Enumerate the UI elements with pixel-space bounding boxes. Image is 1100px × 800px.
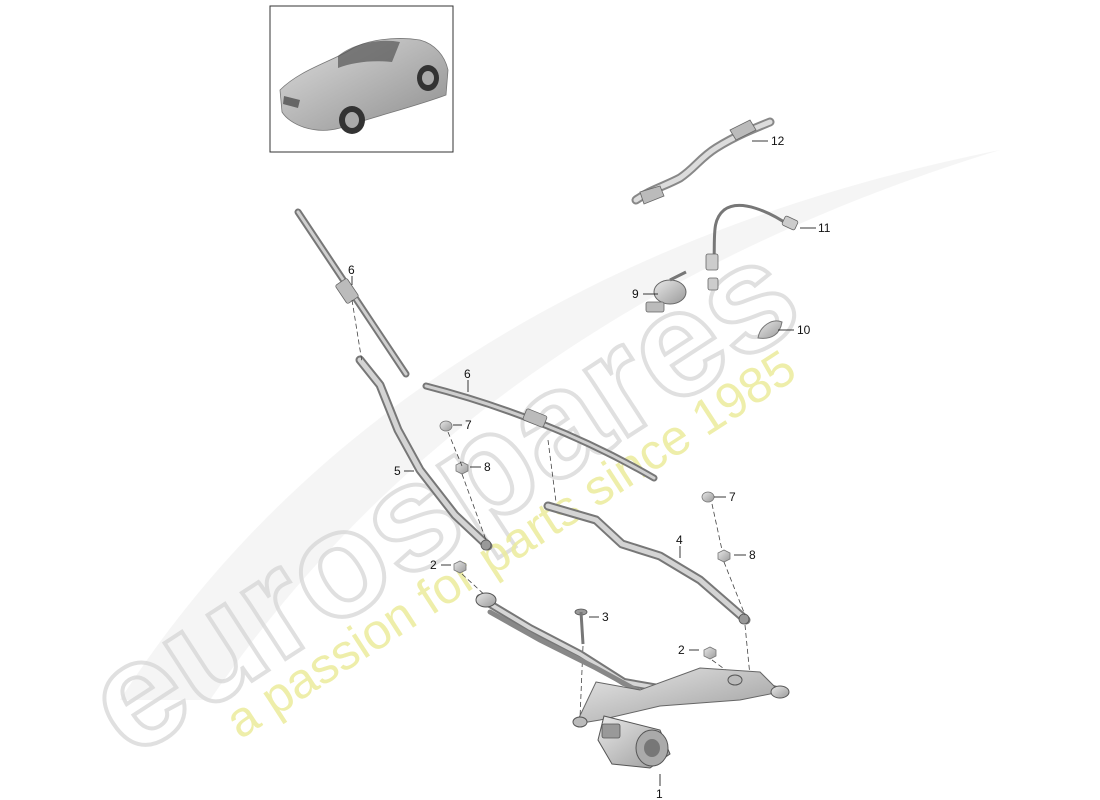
part-8-right-nut <box>717 549 731 563</box>
part-11-washer-hose <box>705 204 799 291</box>
part-4-right-wiper-arm <box>543 501 751 625</box>
callout-9: 9 <box>632 287 639 301</box>
part-5-left-wiper-arm <box>355 355 493 551</box>
part-6-right-wiper-blade <box>422 382 658 482</box>
car-thumbnail <box>269 5 454 153</box>
part-3-bolt <box>574 608 588 645</box>
callout-labels: 12 11 9 10 6 6 7 8 5 7 4 8 2 3 2 1 <box>348 134 831 800</box>
part-2-left-nut <box>453 560 467 574</box>
callout-2-right: 2 <box>678 643 685 657</box>
callout-6-right: 6 <box>464 367 471 381</box>
callout-12: 12 <box>771 134 785 148</box>
part-12-hose-assembly <box>631 117 775 205</box>
callout-1: 1 <box>656 787 663 800</box>
part-6-left-wiper-blade <box>294 208 410 378</box>
callout-2-left: 2 <box>430 558 437 572</box>
callout-5: 5 <box>394 464 401 478</box>
callout-8-left: 8 <box>484 460 491 474</box>
callout-6-left: 6 <box>348 263 355 277</box>
callout-4: 4 <box>676 533 683 547</box>
callout-3: 3 <box>602 610 609 624</box>
callout-8-right: 8 <box>749 548 756 562</box>
callout-7-right: 7 <box>729 490 736 504</box>
part-8-left-nut <box>455 461 469 475</box>
part-9-washer-pump <box>645 270 687 313</box>
callout-11: 11 <box>818 221 831 235</box>
part-7-left-cap <box>439 420 453 432</box>
callout-leaders <box>351 140 816 786</box>
callout-10: 10 <box>797 323 811 337</box>
part-10-cap <box>757 320 783 339</box>
part-7-right-cap <box>701 491 715 503</box>
callout-7-left: 7 <box>465 418 472 432</box>
watermark-swoosh <box>120 150 1000 700</box>
part-1-wiper-linkage-motor <box>475 592 790 769</box>
part-2-right-nut <box>703 646 717 660</box>
